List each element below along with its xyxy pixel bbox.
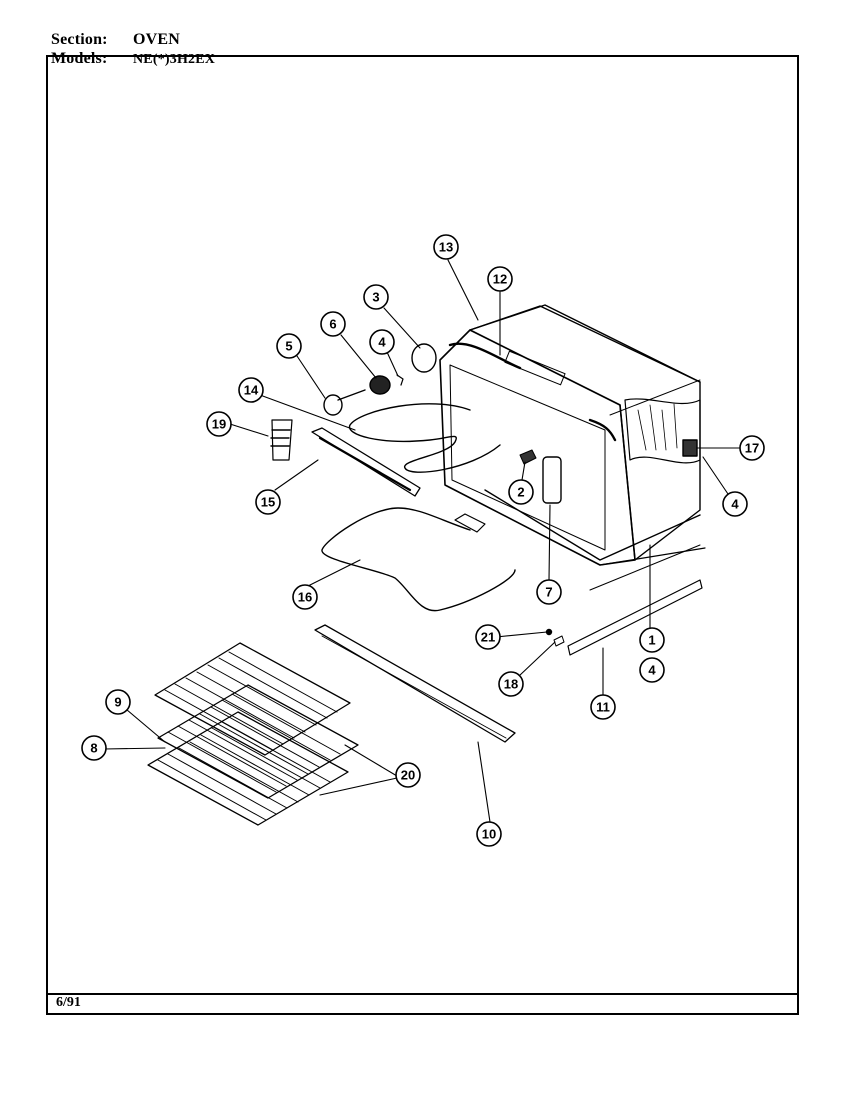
callout-8 (81, 735, 107, 761)
callout-7-text: 7 (545, 585, 552, 600)
footer-divider (46, 993, 799, 995)
callout-16-text: 16 (298, 590, 312, 605)
callout-11-text: 11 (596, 700, 610, 715)
broil-element (321, 507, 516, 612)
callout-6 (320, 311, 346, 337)
callout-2-text: 2 (517, 485, 524, 500)
shield (271, 419, 293, 461)
callout-21 (475, 624, 501, 650)
callout-12 (487, 266, 513, 292)
callout-15 (255, 489, 281, 515)
callout-14 (238, 377, 264, 403)
callout-5-text: 5 (285, 339, 292, 354)
callout-18-text: 18 (504, 677, 518, 692)
callout-11 (590, 694, 616, 720)
callout-21-text: 21 (481, 630, 495, 645)
callout-7 (536, 579, 562, 605)
callout-20-text: 20 (401, 768, 415, 783)
section-label: Section: (51, 31, 108, 48)
callout-4a (369, 329, 395, 355)
vent-trim (311, 427, 421, 497)
callout-14-text: 14 (244, 383, 259, 398)
oven-rack-middle (157, 684, 359, 799)
callout-10-text: 10 (482, 827, 496, 842)
callout-10 (476, 821, 502, 847)
callout-4b-text: 4 (731, 497, 739, 512)
callout-4c (639, 657, 665, 683)
callout-6-text: 6 (329, 317, 336, 332)
callout-12-text: 12 (493, 272, 507, 287)
callout-20 (395, 762, 421, 788)
callout-3 (363, 284, 389, 310)
section-value: OVEN (133, 31, 181, 48)
callout-8-text: 8 (90, 741, 97, 756)
models-label: Models: (51, 50, 108, 67)
oven-cavity (439, 304, 706, 566)
callout-19-text: 19 (212, 417, 226, 432)
sensor (519, 449, 537, 465)
rack-glide (314, 624, 516, 743)
callout-19 (206, 411, 232, 437)
callout-13-text: 13 (439, 240, 453, 255)
callout-4c-text: 4 (648, 663, 656, 678)
light-assembly (323, 343, 437, 416)
diagram-frame (46, 55, 799, 1015)
callout-17 (739, 435, 765, 461)
callout-5 (276, 333, 302, 359)
callout-9 (105, 689, 131, 715)
callout-15-text: 15 (261, 495, 275, 510)
callout-13 (433, 234, 459, 260)
callout-4b (722, 491, 748, 517)
callout-18 (498, 671, 524, 697)
revision-date: 6/91 (56, 995, 81, 1010)
callout-2 (508, 479, 534, 505)
bake-element (348, 403, 501, 473)
callout-1-text: 1 (648, 633, 655, 648)
callout-1 (639, 627, 665, 653)
callout-9-text: 9 (114, 695, 121, 710)
oven-rack-upper (154, 642, 351, 756)
door-switch (682, 439, 698, 457)
callout-4a-text: 4 (378, 335, 386, 350)
callout-16 (292, 584, 318, 610)
oven-rack-lower (147, 711, 349, 826)
side-rail (567, 579, 703, 656)
thermostat-bulb (542, 456, 562, 504)
callout-3-text: 3 (372, 290, 379, 305)
callout-17-text: 17 (745, 441, 759, 456)
